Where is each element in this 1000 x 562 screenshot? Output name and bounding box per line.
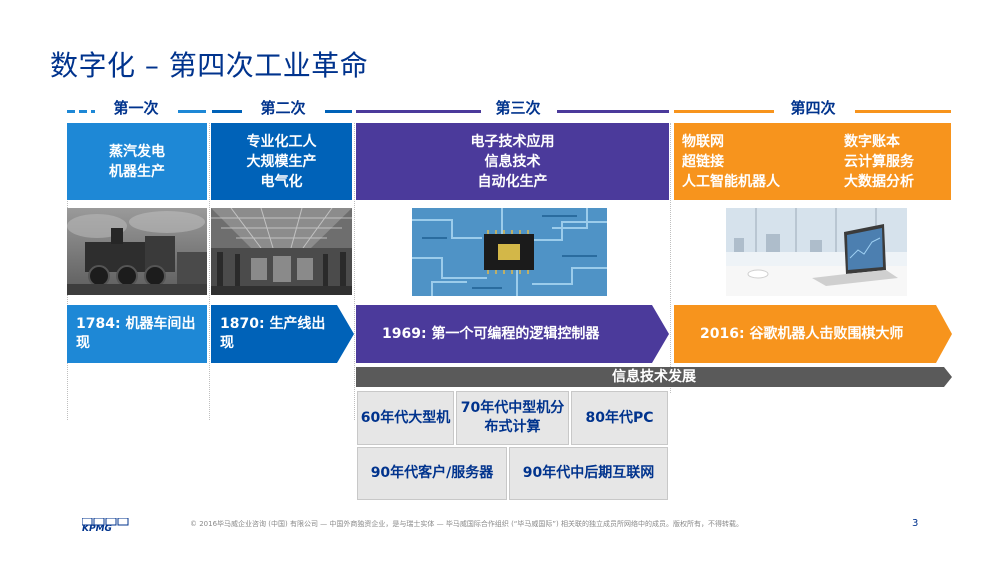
era-4-line-left — [674, 110, 774, 113]
page-number: 3 — [912, 518, 919, 529]
kpmg-logo-text: KPMG — [82, 524, 112, 534]
era-3-line: 电子技术应用 — [470, 133, 555, 150]
era-3-label: 第三次 — [495, 99, 541, 117]
steam-locomotive-photo — [67, 208, 207, 295]
it-bar-label: 信息技术发展 — [612, 369, 696, 385]
it-cell-line: 60年代 — [360, 409, 409, 426]
milestone-3: 1969: 第一个可编程的逻辑控制器 — [356, 305, 652, 363]
era-3-line-right — [557, 110, 669, 113]
milestone-4: 2016: 谷歌机器人击败围棋大师 — [674, 305, 936, 363]
era-2-line-left — [212, 110, 242, 113]
kpmg-logo-mark — [82, 518, 129, 526]
milestone-1-line: 1784: 机器车间 — [76, 316, 182, 332]
era-4-right-line: 数字账本 — [844, 134, 900, 150]
it-cell-line: 大型机 — [408, 409, 451, 426]
it-cell-line: 70年代中型机分 — [460, 400, 565, 416]
it-cell-mainframe: 60年代大型机 — [357, 391, 454, 445]
milestone-1: 1784: 机器车间出现 — [67, 305, 207, 363]
milestone-2-line: 现 — [220, 335, 234, 351]
it-cell-internet: 90年代中后期互联网 — [509, 447, 668, 500]
milestone-3-line: 1969: 第一个可编程的逻辑 — [382, 325, 558, 342]
it-cell-line: 布式计算 — [484, 419, 541, 435]
it-cell-line: 互联网 — [612, 465, 655, 481]
it-cell-pc: 80年代PC — [571, 391, 668, 445]
milestone-3-line: 控制器 — [557, 325, 600, 342]
kpmg-logo: KPMG — [82, 518, 130, 534]
milestone-arrow-2-bg — [211, 305, 354, 363]
milestone-2-line: 1870: 生产线出 — [220, 316, 326, 332]
milestone-4-line: 围棋大师 — [847, 325, 904, 342]
it-cell-line: 80年代PC — [585, 409, 654, 426]
footer-copyright: © 2016毕马威企业咨询 (中国) 有限公司 — 中国外商独资企业，是与瑞士实… — [190, 520, 744, 528]
it-bar-bg — [356, 367, 952, 387]
it-cell-client-server: 90年代客户/服务器 — [357, 447, 507, 500]
it-cell-line: 90年代中后期 — [522, 465, 613, 481]
era-4-box: 物联网 超链接 人工智能机器人 数字账本 云计算服务 大数据分析 — [674, 123, 951, 200]
circuit-chip-photo — [412, 208, 607, 296]
era-3-line: 信息技术 — [484, 153, 541, 170]
factory-line-photo — [211, 208, 352, 295]
page-title: 数字化 – 第四次工业革命 — [50, 49, 369, 82]
milestone-arrow-3-bg — [356, 305, 669, 363]
era-2-line: 电气化 — [260, 173, 303, 190]
milestone-arrow-4-bg — [674, 305, 952, 363]
era-4-left-line: 人工智能机器人 — [682, 174, 780, 190]
era-3-line: 自动化生产 — [477, 173, 548, 190]
era-1-label: 第一次 — [113, 99, 159, 117]
milestone-2: 1870: 生产线出现 — [211, 305, 339, 363]
milestone-1-line: 出现 — [76, 316, 196, 351]
era-3-box: 电子技术应用 信息技术 自动化生产 — [356, 123, 669, 200]
era-separator — [354, 123, 355, 420]
era-1-line-right — [178, 110, 206, 113]
era-separator — [209, 123, 210, 420]
era-2-line: 大规模生产 — [246, 153, 317, 170]
era-2-box: 专业化工人 大规模生产 电气化 — [211, 123, 352, 200]
era-4-line-right — [855, 110, 951, 113]
milestone-arrow-1-bg — [67, 305, 207, 363]
era-1-line: 机器生产 — [109, 163, 165, 180]
era-3-line-left — [356, 110, 481, 113]
era-2-label: 第二次 — [260, 99, 306, 117]
era-4-right-line: 云计算服务 — [844, 154, 914, 170]
it-cell-line: 服务器 — [451, 465, 494, 481]
era-4-left-line: 物联网 — [682, 134, 724, 150]
laptop-office-photo — [726, 208, 907, 296]
era-4-label: 第四次 — [790, 99, 836, 117]
era-separator — [670, 123, 671, 393]
era-1-line-left — [67, 110, 95, 113]
it-cell-line: 90年代客户/ — [370, 465, 452, 481]
era-2-line-right — [325, 110, 352, 113]
era-1-box: 蒸汽发电 机器生产 — [67, 123, 207, 200]
era-4-right-line: 大数据分析 — [844, 174, 914, 190]
it-cell-minicomputer: 70年代中型机分布式计算 — [456, 391, 569, 445]
era-2-line: 专业化工人 — [246, 133, 317, 150]
era-1-line: 蒸汽发电 — [109, 143, 165, 160]
milestone-4-line: 2016: 谷歌机器人击败 — [700, 325, 848, 342]
era-4-left-line: 超链接 — [682, 154, 724, 170]
